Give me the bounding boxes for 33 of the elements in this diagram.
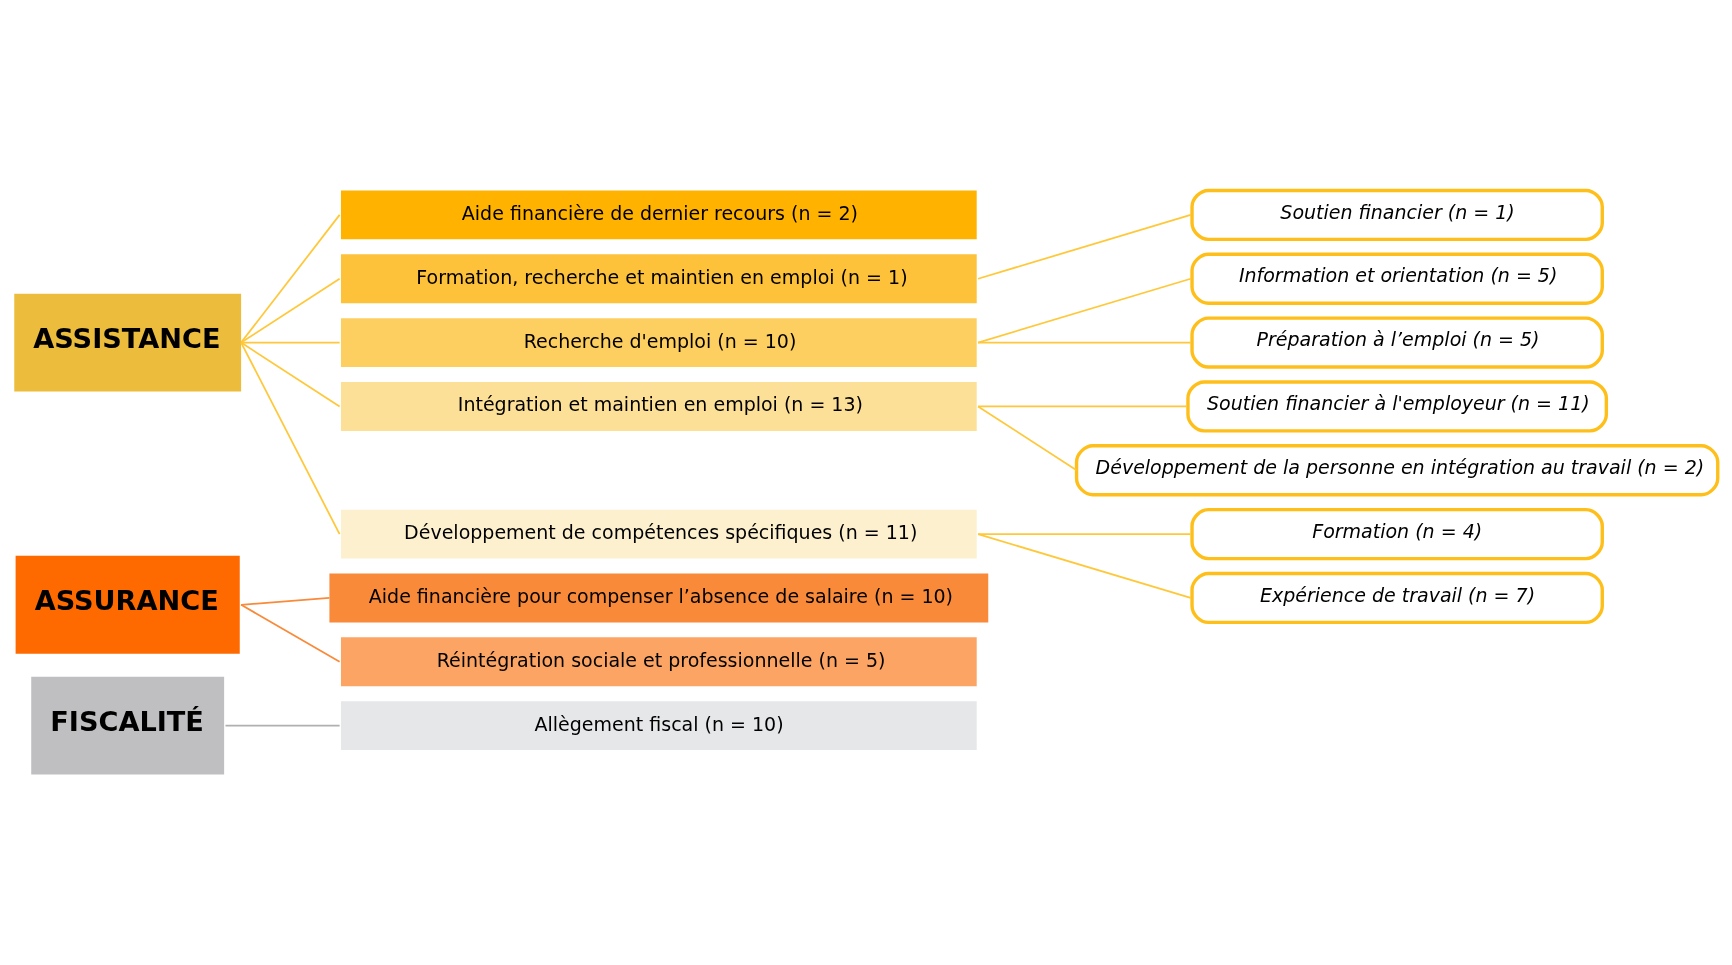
connector [977, 214, 1192, 280]
node-box: Formation, recherche et maintien en emploi (n = 1) [340, 254, 977, 304]
connector [224, 724, 341, 727]
node-box: Aide financière pour compenser l’absence de salaire (n = 10) [329, 573, 989, 623]
connector [240, 603, 341, 663]
connector [240, 341, 341, 535]
connector [977, 533, 1192, 535]
node-box: Recherche d'emploi (n = 10) [340, 318, 977, 368]
node-box: Allègement fiscal (n = 10) [340, 701, 977, 751]
node-box: Information et orientation (n = 5) [1190, 252, 1604, 305]
node-box: Soutien financier à l'employeur (n = 11) [1186, 380, 1609, 433]
connector [977, 405, 1188, 408]
node-box: Développement de compétences spécifiques (n = 11) [340, 509, 977, 559]
node-box: Formation (n = 4) [1190, 507, 1604, 561]
connector [240, 341, 341, 344]
node-box: Développement de la personne en intégration au travail (n = 2) [1074, 444, 1720, 497]
node-box: Intégration et maintien en emploi (n = 13) [340, 381, 977, 431]
node-box: FISCALITÉ [31, 676, 225, 775]
connector [977, 533, 1192, 599]
node-box: Préparation à l’emploi (n = 5) [1190, 316, 1604, 369]
node-box: Soutien financier (n = 1) [1190, 188, 1604, 242]
connector [977, 405, 1078, 472]
node-box: Réintégration sociale et professionnelle (n = 5) [340, 637, 977, 687]
connector [977, 277, 1192, 344]
node-box: Expérience de travail (n = 7) [1190, 571, 1604, 625]
node-box: ASSURANCE [15, 555, 240, 654]
node-box: Aide financière de dernier recours (n = 2) [340, 190, 977, 240]
connector [240, 597, 331, 606]
connector [977, 341, 1192, 344]
connector [240, 214, 341, 344]
connector [240, 341, 341, 408]
node-box: ASSISTANCE [14, 293, 242, 392]
connector [240, 277, 341, 344]
